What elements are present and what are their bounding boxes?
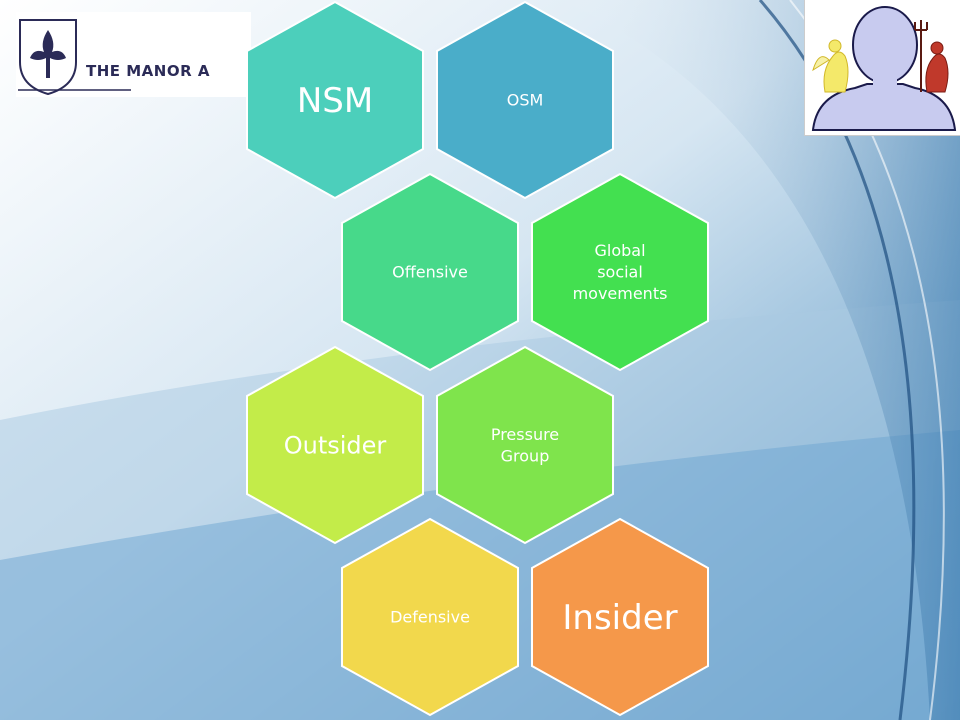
hexagon-shape xyxy=(531,172,709,372)
hexagon-nsm: NSM xyxy=(246,0,424,200)
hexagon-shape xyxy=(436,345,614,545)
hexagon-offensive: Offensive xyxy=(341,172,519,372)
hexagon-shape xyxy=(531,517,709,717)
hexagon-outsider: Outsider xyxy=(246,345,424,545)
hexagon-shape xyxy=(341,172,519,372)
logo-text: THE MANOR A xyxy=(86,62,210,80)
hexagon-label: Outsider xyxy=(284,431,387,459)
hexagon-shape xyxy=(246,0,424,200)
hexagon-osm: OSM xyxy=(436,0,614,200)
hexagon-label: OSM xyxy=(507,91,544,110)
hexagon-shape xyxy=(436,0,614,200)
hexagon-shape xyxy=(246,345,424,545)
hexagon-label: Defensive xyxy=(390,608,470,627)
fleur-de-lis-crest-icon xyxy=(16,12,251,97)
hexagon-shape xyxy=(341,517,519,717)
hexagon-defensive: Defensive xyxy=(341,517,519,717)
hexagon-label: NSM xyxy=(297,81,373,121)
angel-devil-shoulder-icon xyxy=(804,0,960,136)
hexagon-label: Offensive xyxy=(392,263,468,282)
hexagon-label: Insider xyxy=(562,598,677,638)
hexagon-insider: Insider xyxy=(531,517,709,717)
